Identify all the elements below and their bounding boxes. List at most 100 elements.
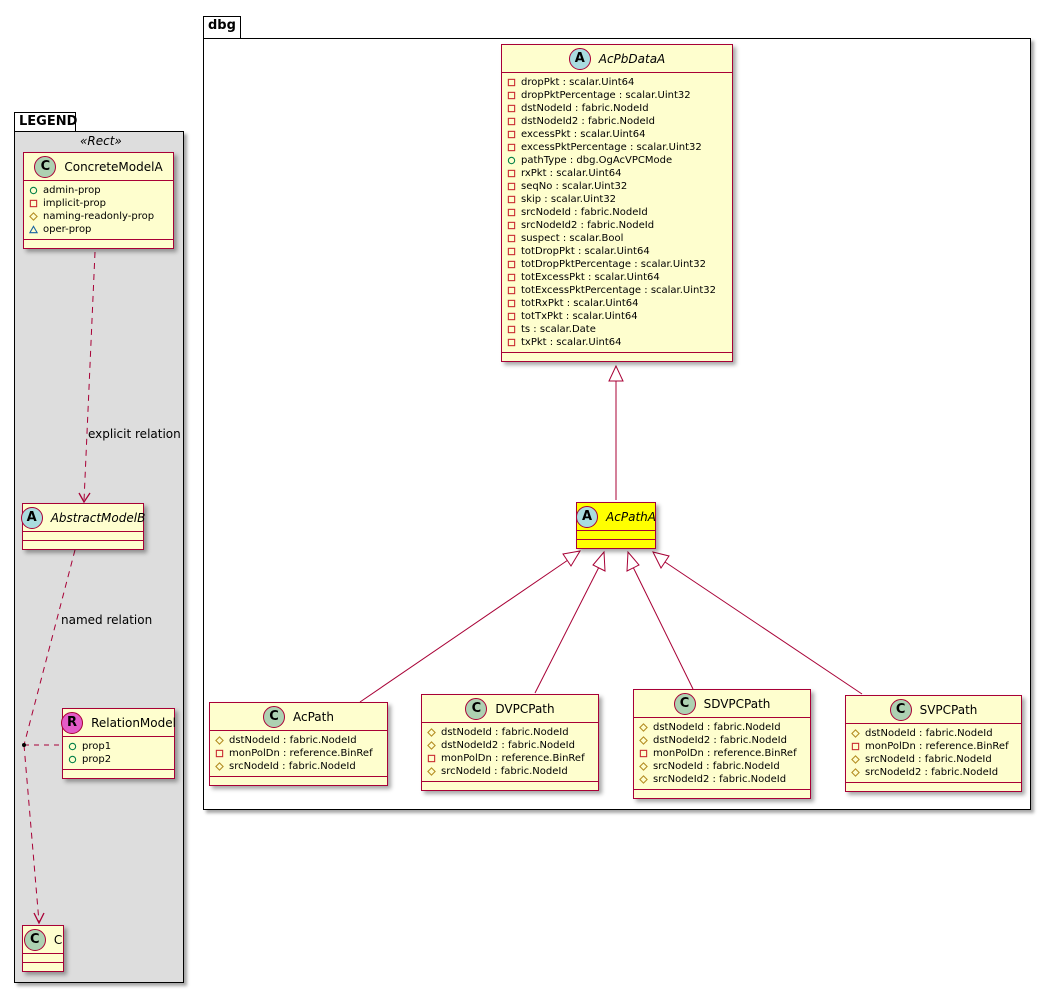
protected-diamond-icon [639, 775, 648, 784]
class-attribute: dstNodeId2 : fabric.NodeId [507, 115, 727, 128]
private-square-icon [29, 199, 38, 208]
class-name: SVPCPath [919, 702, 978, 717]
class-attribute: ts : scalar.Date [507, 323, 727, 336]
class-attribute: txPkt : scalar.Uint64 [507, 336, 727, 349]
class-kind-r-icon: R [61, 711, 84, 734]
attribute-text: naming-readonly-prop [43, 211, 155, 222]
class-methods [210, 777, 387, 785]
private-square-icon [507, 91, 516, 100]
class-attributes [23, 954, 63, 963]
attribute-text: dstNodeId : fabric.NodeId [229, 735, 357, 746]
private-square-icon [507, 312, 516, 321]
inherit-edge-dvpcpath [534, 566, 600, 694]
class-attribute: monPolDn : reference.BinRef [639, 747, 805, 760]
attribute-text: srcNodeId : fabric.NodeId [441, 766, 568, 777]
class-name: AcPathA [606, 509, 656, 524]
attribute-text: rxPkt : scalar.Uint64 [521, 168, 622, 179]
attribute-text: monPolDn : reference.BinRef [865, 741, 1009, 752]
class-name: ConcreteModelA [64, 159, 163, 174]
inherit-arrowhead-sdvpcpath [626, 550, 640, 572]
private-square-icon [507, 260, 516, 269]
protected-diamond-icon [215, 736, 224, 745]
class-attributes [577, 531, 655, 540]
attribute-text: totDropPktPercentage : scalar.Uint32 [521, 259, 706, 270]
class-attribute: totExcessPkt : scalar.Uint64 [507, 271, 727, 284]
inherit-arrowhead-acpbdataa [608, 364, 624, 382]
class-attribute: dropPkt : scalar.Uint64 [507, 76, 727, 89]
attribute-text: dstNodeId : fabric.NodeId [441, 727, 569, 738]
class-attribute: dstNodeId : fabric.NodeId [851, 727, 1016, 740]
protected-diamond-icon [851, 755, 860, 764]
named-relation-arrowhead [33, 912, 45, 925]
class-name: SDVPCPath [703, 696, 771, 711]
attribute-text: srcNodeId : fabric.NodeId [865, 754, 992, 765]
private-square-icon [507, 221, 516, 230]
class-attributes: dstNodeId : fabric.NodeId monPolDn : refe… [210, 731, 387, 777]
class-name: AbstractModelB [50, 510, 146, 525]
attribute-text: dstNodeId : fabric.NodeId [521, 103, 649, 114]
attribute-text: excessPktPercentage : scalar.Uint32 [521, 142, 702, 153]
class-attribute: srcNodeId2 : fabric.NodeId [639, 773, 805, 786]
class-attribute: dstNodeId2 : fabric.NodeId [427, 739, 593, 752]
explicit-relation-edge [83, 251, 96, 502]
private-square-icon [507, 104, 516, 113]
class-kind-c-icon: C [673, 692, 696, 715]
attribute-text: dropPkt : scalar.Uint64 [521, 77, 635, 88]
class-header: C SDVPCPath [634, 690, 810, 718]
class-attribute: srcNodeId2 : fabric.NodeId [507, 219, 727, 232]
attribute-text: implicit-prop [43, 198, 106, 209]
legend-package-tab: LEGEND [14, 112, 78, 132]
legend-package-name: LEGEND [19, 114, 78, 129]
class-acpatha[interactable]: A AcPathA [576, 502, 656, 549]
private-square-icon [507, 234, 516, 243]
class-attributes [23, 532, 143, 541]
attribute-text: txPkt : scalar.Uint64 [521, 337, 622, 348]
attribute-text: pathType : dbg.OgAcVPCMode [521, 155, 673, 166]
class-attribute: srcNodeId : fabric.NodeId [215, 760, 382, 773]
class-kind-a-icon: A [576, 505, 599, 528]
class-methods [422, 782, 598, 790]
class-name: C [53, 932, 63, 947]
class-attribute: srcNodeId : fabric.NodeId [427, 765, 593, 778]
protected-diamond-icon [851, 768, 860, 777]
class-attribute: suspect : scalar.Bool [507, 232, 727, 245]
attribute-text: dstNodeId : fabric.NodeId [865, 728, 993, 739]
attribute-text: oper-prop [43, 224, 92, 235]
relation-junction-dot [22, 743, 26, 747]
inherit-arrowhead-svpcpath [652, 551, 670, 569]
class-attribute: dstNodeId : fabric.NodeId [215, 734, 382, 747]
class-attribute: monPolDn : reference.BinRef [427, 752, 593, 765]
protected-diamond-icon [639, 762, 648, 771]
attribute-text: excessPkt : scalar.Uint64 [521, 129, 646, 140]
class-attribute: prop2 [68, 753, 169, 766]
attribute-text: monPolDn : reference.BinRef [653, 748, 797, 759]
legend-package [14, 131, 184, 983]
class-attribute: skip : scalar.Uint32 [507, 193, 727, 206]
private-square-icon [507, 208, 516, 217]
public-circle-icon [29, 186, 38, 195]
class-kind-c-icon: C [23, 928, 46, 951]
attribute-text: totRxPkt : scalar.Uint64 [521, 298, 639, 309]
private-square-icon [507, 195, 516, 204]
class-attribute: dropPktPercentage : scalar.Uint32 [507, 89, 727, 102]
attribute-text: srcNodeId2 : fabric.NodeId [653, 774, 787, 785]
attribute-text: monPolDn : reference.BinRef [229, 748, 373, 759]
class-attribute: rxPkt : scalar.Uint64 [507, 167, 727, 180]
private-square-icon [507, 182, 516, 191]
class-attribute: dstNodeId : fabric.NodeId [427, 726, 593, 739]
protected-diamond-icon [639, 723, 648, 732]
inherit-edge-svpcpath [664, 561, 863, 695]
